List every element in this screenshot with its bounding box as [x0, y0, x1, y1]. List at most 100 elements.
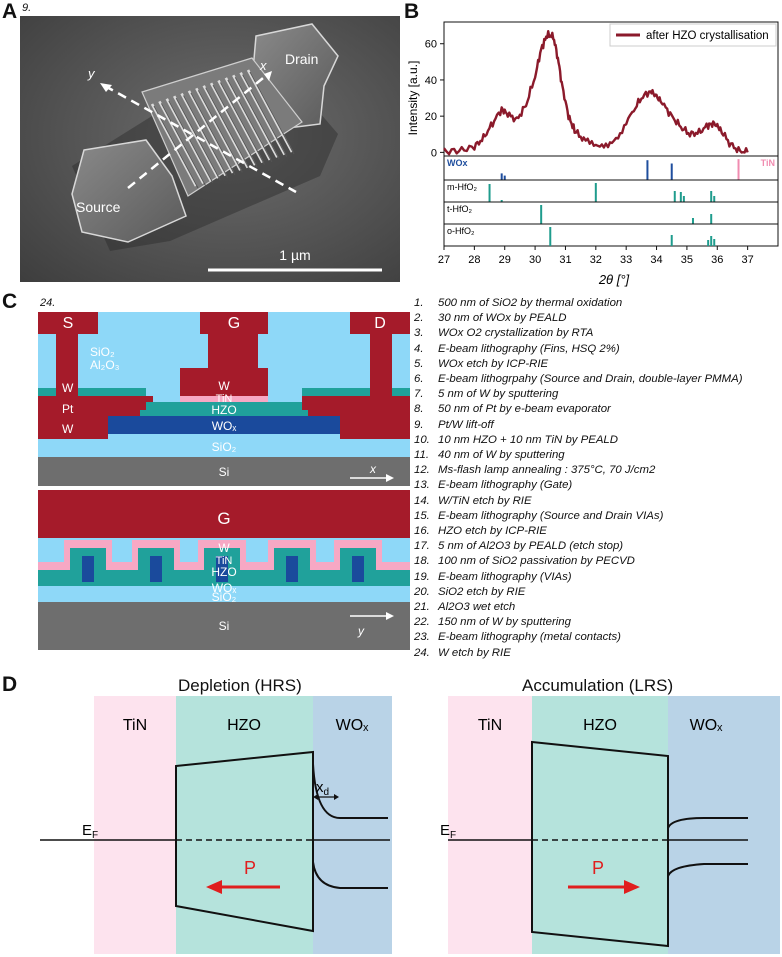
step-number: 8. — [414, 403, 424, 416]
x-tick-label: 31 — [559, 254, 571, 266]
fin-shadow — [212, 84, 258, 168]
fin-shadow — [205, 87, 251, 170]
fin — [150, 103, 198, 187]
process-step: 21.Al2O3 wet etch — [414, 600, 782, 615]
step-text: W/TiN etch by RIE — [438, 494, 532, 507]
x-axis-label: 2θ [°] — [598, 272, 630, 287]
step-number: 15. — [414, 509, 430, 522]
legend-label: after HZO crystallisation — [646, 30, 769, 42]
step-text: WOx etch by ICP-RIE — [438, 357, 549, 370]
step-text: W etch by RIE — [438, 646, 511, 659]
w-bottom-label: W — [62, 422, 74, 436]
process-step: 3.WOx O2 crystallization by RTA — [414, 326, 782, 341]
process-step: 16.HZO etch by ICP-RIE — [414, 524, 782, 539]
process-step: 12.Ms-flash lamp annealing : 375°C, 70 J… — [414, 463, 782, 478]
fin-shadow — [190, 92, 236, 176]
y-tick-label: 0 — [431, 147, 437, 159]
fermi-label-right: EF — [440, 822, 456, 841]
step-number: 3. — [414, 327, 424, 340]
reference-strip — [443, 223, 779, 247]
step-text: E-beam lithogrpahy (Source and Drain, do… — [438, 373, 743, 386]
step-text: 500 nm of SiO2 by thermal oxidation — [438, 297, 623, 309]
process-step: 17.5 nm of Al2O3 by PEALD (etch stop) — [414, 539, 782, 554]
figure-number-a: 9. — [22, 2, 32, 14]
fin — [173, 95, 220, 179]
wox-fin — [150, 556, 162, 582]
fin-shadow — [160, 103, 206, 186]
panel-label-a: A — [2, 0, 18, 23]
step-number: 6. — [414, 373, 424, 386]
band-diagram-depletion: TiN HZO WOₓ xd EF P — [40, 696, 392, 954]
w-label-y: W — [218, 541, 230, 555]
polarization-label-right: P — [592, 858, 604, 878]
reference-label-tin: TiN — [761, 158, 775, 168]
step-number: 2. — [414, 312, 424, 325]
step-number: 19. — [414, 570, 430, 583]
x-tick-label: 33 — [620, 254, 632, 266]
fin — [224, 77, 271, 161]
fin-shadow — [197, 90, 243, 173]
process-step: 15.E-beam lithography (Source and Drain … — [414, 509, 782, 524]
wox-label-y: WOₓ — [212, 581, 237, 595]
hzo-label-y: HZO — [211, 565, 236, 579]
section-axis-y: y — [357, 624, 365, 638]
band-title-left: Depletion (HRS) — [178, 676, 302, 695]
step-text: Ms-flash lamp annealing : 375°C, 70 J/cm… — [438, 464, 656, 477]
wox-region-label-left: WOₓ — [336, 717, 370, 734]
process-step: 5.WOx etch by ICP-RIE — [414, 357, 782, 372]
step-number: 20. — [414, 585, 430, 598]
band-title-right: Accumulation (LRS) — [522, 676, 674, 695]
wox-region-label-right: WOₓ — [690, 717, 724, 734]
hzo-region-label-right: HZO — [583, 717, 617, 734]
wox-fin — [82, 556, 94, 582]
process-step: 10.10 nm HZO + 10 nm TiN by PEALD — [414, 433, 782, 448]
figure-number-c: 24. — [40, 297, 56, 309]
wox-fin — [286, 556, 298, 582]
fin — [187, 90, 235, 174]
wox-fin — [216, 556, 228, 582]
tin-region-label-left: TiN — [123, 717, 147, 734]
si-substrate — [38, 457, 410, 486]
step-number: 10. — [414, 433, 430, 446]
tin-label-y: TiN — [216, 555, 233, 567]
process-step: 24. W etch by RIE — [414, 646, 782, 661]
step-text: Al2O3 wet etch — [438, 601, 516, 614]
xd-label: xd — [316, 779, 329, 798]
tin-region-label-right: TiN — [478, 717, 502, 734]
pt-label: Pt — [62, 402, 74, 416]
process-step: 23.E-beam lithography (metal contacts) — [414, 630, 782, 645]
process-step: 14.W/TiN etch by RIE — [414, 494, 782, 509]
fin — [232, 74, 279, 158]
hzo-region-label-left: HZO — [227, 717, 261, 734]
fin-shadow — [234, 76, 280, 160]
x-tick-label: 34 — [650, 254, 662, 266]
step-text: E-beam lithography (Gate) — [438, 479, 573, 492]
wox-fin — [352, 556, 364, 582]
step-text: 5 nm of Al2O3 by PEALD (etch stop) — [438, 540, 624, 553]
sio2-layer — [38, 439, 410, 457]
gate-w-label: W — [218, 379, 230, 393]
legend: after HZO crystallisation — [609, 23, 777, 47]
tin-label: TiN — [216, 393, 233, 405]
x-tick-label: 27 — [438, 254, 450, 266]
step-number: 1. — [414, 297, 424, 309]
cross-section-x: S G D SiO₂ Al₂O₃ W Pt W W TiN HZO WOₓ Si… — [38, 312, 410, 486]
series-line — [443, 29, 749, 156]
process-step: 9.Pt/W lift-off — [414, 418, 782, 433]
process-step: 4.E-beam lithography (Fins, HSQ 2%) — [414, 342, 782, 357]
drain-label: Drain — [285, 51, 318, 67]
process-step: 8.50 nm of Pt by e-beam evaporator — [414, 402, 782, 417]
fermi-label-left: EF — [82, 822, 98, 841]
process-step: 7.5 nm of W by sputtering — [414, 387, 782, 402]
fin-array — [150, 69, 295, 189]
reference-strip — [443, 155, 779, 181]
y-axis-label: Intensity [a.u.] — [406, 61, 420, 136]
step-number: 24. — [414, 646, 430, 659]
process-step: 22.150 nm of W by sputtering — [414, 615, 782, 630]
step-text: 150 nm of W by sputtering — [438, 616, 571, 629]
step-number: 11. — [414, 449, 429, 462]
